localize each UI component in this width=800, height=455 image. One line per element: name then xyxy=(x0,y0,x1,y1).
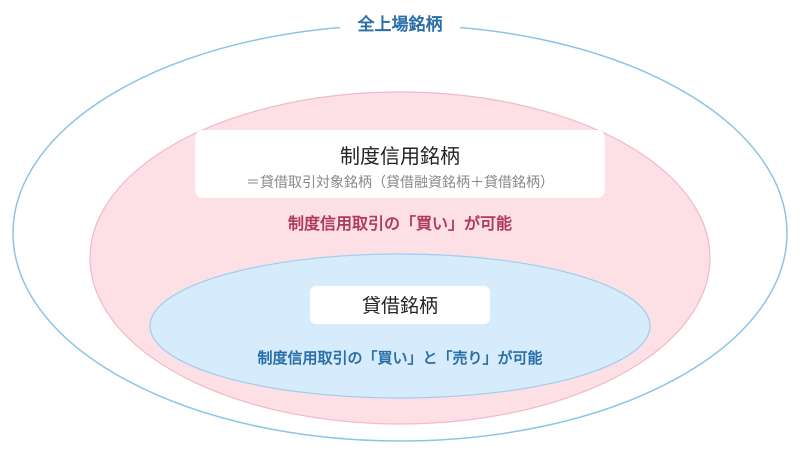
lending-stocks-description: 制度信用取引の「買い」と「売り」が可能 xyxy=(257,349,542,367)
all-listed-title: 全上場銘柄 xyxy=(357,14,443,35)
margin-stocks-subtitle: ＝貸借取引対象銘柄（貸借融資銘柄＋貸借銘柄） xyxy=(246,175,554,191)
margin-stocks-label-box xyxy=(195,130,605,198)
margin-stocks-description: 制度信用取引の「買い」が可能 xyxy=(288,214,512,233)
lending-stocks-ellipse xyxy=(149,253,651,399)
lending-stocks-label-box xyxy=(310,286,490,324)
margin-stocks-title: 制度信用銘柄 xyxy=(340,144,460,168)
all-listed-title-bg xyxy=(340,12,460,36)
lending-stocks-title: 貸借銘柄 xyxy=(362,295,438,317)
